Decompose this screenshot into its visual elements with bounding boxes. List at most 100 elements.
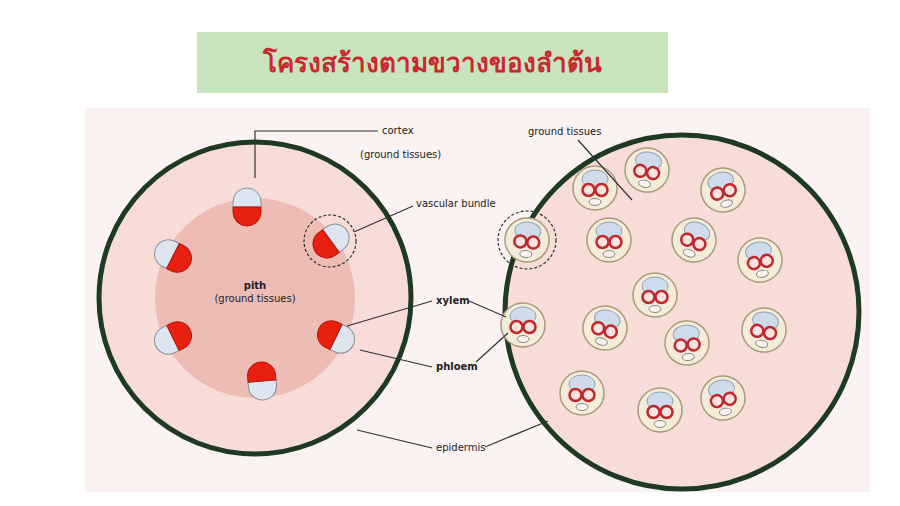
- small-cell: [719, 407, 732, 416]
- dicot-bundle: [313, 316, 359, 358]
- xylem-vessel: [750, 324, 764, 338]
- small-cell: [649, 306, 661, 313]
- bundle-sheath: [698, 373, 749, 424]
- title: โครงสร้างตามขวางของลำต้น: [263, 42, 602, 83]
- xylem-vessel: [687, 338, 700, 351]
- dicot-bundle: [246, 361, 277, 401]
- xylem-vessel: [722, 183, 737, 198]
- bundle-sheath: [587, 218, 631, 262]
- bundle-sheath: [560, 371, 604, 415]
- tissue-label: cortex: [382, 125, 414, 137]
- small-cell: [603, 251, 615, 258]
- leader-lines: [255, 131, 632, 448]
- region-name: pith: [244, 279, 267, 292]
- small-cell: [654, 421, 666, 428]
- monocot-bundle: [696, 163, 750, 217]
- xylem-vessel: [643, 291, 655, 303]
- monocot-bundle: [663, 319, 711, 367]
- part-label: phloem: [436, 361, 478, 373]
- monocot-bundle: [735, 235, 786, 286]
- vascular-bundles: [150, 145, 790, 432]
- small-cell: [589, 199, 601, 206]
- leader-line: [485, 421, 548, 447]
- monocot-bundle: [560, 371, 604, 415]
- bundle-highlight: [304, 215, 356, 267]
- xylem-vessel: [661, 406, 673, 418]
- xylem-vessel: [692, 236, 707, 251]
- monocot-bundle: [633, 273, 677, 317]
- xylem-vessel: [583, 184, 595, 196]
- xylem-part: [167, 244, 197, 278]
- part-label: vascular bundle: [416, 198, 496, 210]
- xylem-vessel: [747, 256, 761, 270]
- xylem-part: [313, 316, 342, 349]
- tissue-label: ground tissues: [528, 126, 601, 138]
- bundle-highlight: [498, 211, 556, 269]
- pith-region: [155, 198, 355, 398]
- small-cell: [682, 353, 695, 361]
- bundle-sheath: [573, 166, 617, 210]
- part-label: epidermis: [436, 442, 485, 454]
- bundle-sheath: [633, 273, 677, 317]
- xylem-vessel: [723, 392, 737, 406]
- monocot-bundle: [698, 373, 749, 424]
- small-cell: [756, 269, 769, 278]
- dicot-bundle: [233, 188, 261, 226]
- xylem-part: [307, 230, 339, 264]
- tissue-type: (ground tissues): [214, 292, 295, 305]
- monocot-bundle: [501, 303, 545, 347]
- xylem-vessel: [656, 291, 668, 303]
- bundle-sheath: [578, 301, 632, 355]
- xylem-vessel: [511, 321, 523, 333]
- small-cell: [682, 248, 696, 259]
- dicot-bundle: [150, 235, 197, 277]
- leader-line: [347, 301, 432, 326]
- monocot-bundle: [573, 166, 617, 210]
- bundle-sheath: [638, 388, 682, 432]
- monocot-bundle: [503, 216, 551, 264]
- leader-line: [476, 333, 508, 362]
- phloem-part: [233, 188, 261, 207]
- title-banner: โครงสร้างตามขวางของลำต้น: [197, 32, 668, 93]
- part-label: xylem: [436, 295, 470, 307]
- bundle-sheath: [696, 163, 750, 217]
- leader-line: [354, 206, 413, 232]
- bundle-sheath: [501, 303, 545, 347]
- xylem-vessel: [710, 394, 724, 408]
- bundle-sheath: [503, 216, 551, 264]
- bundle-sheath: [663, 319, 711, 367]
- monocot-bundle: [622, 145, 673, 196]
- xylem-vessel: [583, 389, 595, 401]
- monocot-bundle: [578, 301, 632, 355]
- xylem-vessel: [648, 406, 660, 418]
- dicot-bundle: [150, 317, 196, 359]
- leader-line: [360, 350, 432, 367]
- leader-line: [469, 301, 506, 317]
- monocot-bundle: [638, 388, 682, 432]
- small-cell: [576, 404, 588, 411]
- xylem-vessel: [524, 321, 536, 333]
- xylem-vessel: [596, 184, 608, 196]
- bundle-sheath: [735, 235, 786, 286]
- pith-region: pith(ground tissues): [208, 276, 301, 308]
- leader-line: [255, 131, 378, 178]
- xylem-vessel: [527, 236, 540, 249]
- leader-line: [578, 140, 632, 200]
- xylem-vessel: [597, 236, 609, 248]
- leader-line: [357, 430, 432, 448]
- xylem-vessel: [570, 389, 582, 401]
- bundle-sheath: [666, 212, 722, 268]
- xylem-vessel: [514, 235, 527, 248]
- panel-ground: [85, 108, 870, 492]
- monocot-bundle: [739, 305, 790, 356]
- xylem-vessel: [674, 339, 687, 352]
- monocot-bundle: [587, 218, 631, 262]
- small-cell: [517, 336, 529, 343]
- bundle-sheath: [739, 305, 790, 356]
- tissue-type: (ground tissues): [360, 149, 441, 161]
- xylem-vessel: [763, 326, 777, 340]
- xylem-vessel: [760, 254, 774, 268]
- xylem-vessel: [591, 321, 606, 336]
- phloem-part: [248, 380, 278, 401]
- small-cell: [595, 337, 608, 347]
